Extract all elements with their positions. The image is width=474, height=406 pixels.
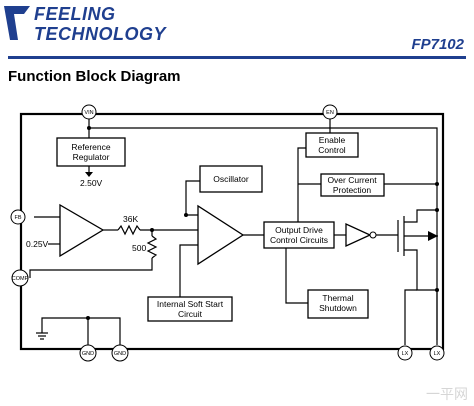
error-amplifier: [59, 203, 105, 258]
wire: [404, 209, 437, 223]
thermal-shutdown-label-1: Thermal: [322, 293, 353, 303]
ref-output-voltage: 2.50V: [80, 178, 103, 188]
resistor-500-label: 500: [132, 243, 146, 253]
oscillator-label: Oscillator: [213, 174, 249, 184]
gate-driver-buffer: [345, 222, 372, 248]
mosfet-arrow-icon: [428, 231, 438, 241]
pin-en-label: EN: [326, 110, 334, 116]
over-current-protection-block: [320, 173, 385, 197]
ref-arrow-icon: [85, 172, 93, 177]
thermal-shutdown-block: [307, 289, 369, 319]
output-drive-control-label-1: Output Drive: [275, 225, 323, 235]
pin-comp: [11, 269, 29, 287]
resistor-36k: [117, 224, 141, 236]
part-number: FP7102: [411, 36, 464, 53]
inverter-bubble: [369, 231, 377, 239]
enable-control-block: [305, 132, 359, 158]
wire: [89, 127, 438, 340]
pwm-comparator: [197, 204, 245, 266]
wire: [140, 229, 153, 236]
logo-text-line-1: FEELING: [34, 4, 116, 24]
enable-control-label-2: Control: [318, 145, 346, 155]
pin-gnd-2: [111, 344, 129, 362]
watermark: 一平网: [426, 387, 468, 403]
wire: [404, 289, 417, 345]
section-title: Function Block Diagram: [8, 68, 181, 85]
junction: [435, 208, 439, 212]
wire: [41, 317, 121, 345]
logo-text-line-2: TECHNOLOGY: [34, 24, 167, 44]
soft-start-label-2: Circuit: [178, 309, 203, 319]
company-logo-icon: [4, 6, 30, 40]
pin-gnd-1-label: GND: [82, 351, 94, 357]
wire: [29, 258, 153, 278]
resistor-500: [146, 235, 158, 259]
oscillator-block: [199, 165, 263, 193]
thermal-shutdown-label-2: Shutdown: [319, 303, 357, 313]
reference-regulator-block: [56, 137, 126, 167]
pin-fb-label: FB: [14, 215, 21, 221]
junction: [435, 288, 439, 292]
pin-vin: [81, 104, 97, 120]
junction: [87, 126, 91, 130]
header-rule: [8, 56, 466, 59]
wire: [179, 244, 198, 297]
pin-lx-1: [397, 345, 413, 361]
reference-regulator-label-1: Reference: [71, 142, 110, 152]
pin-gnd-1: [79, 344, 97, 362]
junction: [184, 213, 188, 217]
pin-en: [322, 104, 338, 120]
resistor-36k-label: 36K: [123, 214, 138, 224]
pin-lx-2: [429, 345, 445, 361]
soft-start-block: [147, 296, 233, 322]
pin-lx-1-label: LX: [402, 351, 409, 357]
junction: [86, 316, 90, 320]
soft-start-label-1: Internal Soft Start: [157, 299, 224, 309]
pin-lx-2-label: LX: [434, 351, 441, 357]
pin-vin-label: VIN: [84, 110, 93, 116]
output-drive-control-label-2: Control Circuits: [270, 235, 328, 245]
junction: [150, 228, 154, 232]
wire: [404, 249, 437, 291]
wire: [285, 248, 308, 304]
wire: [185, 180, 200, 216]
reference-regulator-label-2: Regulator: [73, 152, 110, 162]
pin-fb: [10, 209, 26, 225]
document-header: FEELING TECHNOLOGY FP7102: [0, 0, 474, 64]
pin-comp-label: COMP: [12, 276, 29, 282]
chip-boundary: [19, 112, 445, 351]
wire: [297, 147, 306, 222]
pin-gnd-2-label: GND: [114, 351, 126, 357]
enable-control-label-1: Enable: [319, 135, 346, 145]
output-drive-control-block: [263, 221, 335, 249]
junction: [435, 182, 439, 186]
over-current-protection-label-2: Protection: [333, 185, 372, 195]
over-current-protection-label-1: Over Current: [327, 175, 377, 185]
ref-input-voltage: 0.25V: [26, 239, 49, 249]
